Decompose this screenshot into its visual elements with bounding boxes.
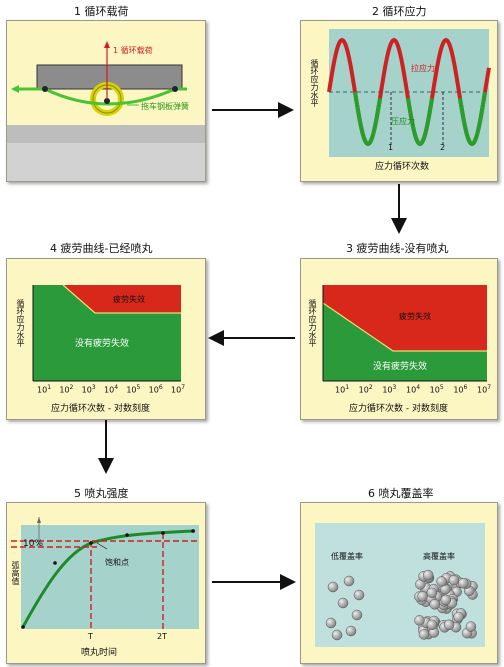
compression-label: 压应力 [391,117,415,126]
panel2-title: 2 循环应力 [372,5,427,18]
shot-particle [422,569,434,581]
cycle-mark-2: 2 [440,143,446,152]
shot-particle [443,619,455,631]
panel3-title: 3 疲劳曲线-没有喷丸 [346,242,449,255]
panel6-title: 6 喷丸覆盖率 [368,487,434,500]
cycle-mark-1: 1 [388,143,394,152]
stress-ylabel: 循环应力水平 [310,59,319,107]
shot-particle [429,599,440,610]
peened-xlabel: 应力循环次数 - 对数刻度 [51,404,150,414]
high-coverage-label: 高覆盖率 [423,552,455,561]
peened-ylabel: 循环应力水平 [16,299,25,347]
peening-time-xlabel: 喷丸时间 [81,648,118,658]
panel-cyclic-load: 1 循环载荷 拖车钢板弹簧 [6,20,206,182]
shot-particle [436,576,447,587]
shot-particle [331,629,343,641]
unpeened-xlabel: 应力循环次数 - 对数刻度 [349,404,448,414]
arc-height-ylabel: 弧高值 [11,561,20,585]
unpeened-ylabel: 循环应力水平 [308,299,317,347]
peened-nofail-label: 没有疲劳失效 [75,339,130,349]
x-tick-label: 104 [406,384,421,395]
panel-fatigue-unpeened: 循环应力水平 疲劳失效 没有疲劳失效 101 102 103 104 105 106 107… [300,258,498,420]
panel4-title: 4 疲劳曲线-已经喷丸 [50,242,153,255]
cyclic-load-illustration [7,41,205,181]
shot-particle [426,587,438,599]
intensity-curve-chart [11,517,199,629]
x-tick-label: 106 [148,384,163,395]
shot-particle [414,615,425,626]
shot-particle [325,617,337,629]
x-tick-label: 102 [358,384,373,395]
fatigue-peened-chart [32,284,181,382]
stress-xlabel: 应力循环次数 [375,162,430,172]
shot-particle [465,621,477,632]
low-coverage-label: 低覆盖率 [331,552,363,561]
time-T-label: T [88,632,93,641]
peened-fail-label: 疲劳失效 [113,295,145,304]
tension-label: 拉应力 [411,64,435,73]
shot-particle [327,581,339,593]
leaf-spring-label: 拖车钢板弹簧 [141,102,189,111]
cyclic-load-label: 1 循环载荷 [113,46,153,55]
panel-cyclic-stress: 循环应力水平 拉应力 压应力 1 2 应力循环次数 [300,20,498,182]
unpeened-fail-label: 疲劳失效 [399,312,431,321]
x-tick-label: 102 [59,384,74,395]
fatigue-unpeened-chart [322,285,487,382]
shot-particle [337,597,349,609]
panel-peening-intensity: 10% 弧高值 饱和点 T 2T 喷丸时间 [6,502,206,664]
time-2T-label: 2T [157,632,167,641]
panel5-title: 5 喷丸强度 [74,487,129,500]
x-tick-label: 107 [171,384,186,395]
shot-particle [345,625,357,637]
shot-particle [353,589,365,601]
x-tick-label: 105 [429,384,444,395]
panel-fatigue-peened: 循环应力水平 疲劳失效 没有疲劳失效 101 102 103 104 105 106 107… [6,258,206,420]
shot-particle [453,611,464,623]
x-tick-label: 103 [81,384,96,395]
x-tick-label: 105 [126,384,141,395]
shot-particle [458,577,469,589]
shot-particle [426,619,438,631]
x-tick-label: 101 [335,384,350,395]
cyclic-stress-chart [327,29,491,157]
x-tick-label: 106 [453,384,468,395]
shot-particle [418,629,430,640]
x-tick-label: 103 [382,384,397,395]
shot-particle [448,574,460,586]
unpeened-nofail-label: 没有疲劳失效 [373,362,428,372]
shot-particle [343,575,355,587]
panel-peening-coverage: 低覆盖率 高覆盖率 [300,502,498,664]
panel1-title: 1 循环载荷 [74,5,129,18]
x-tick-label: 104 [104,384,119,395]
x-tick-label: 101 [37,384,52,395]
shot-particle [417,591,428,602]
shot-particle [351,609,363,621]
x-tick-label: 107 [477,384,492,395]
saturation-point-label: 饱和点 [105,558,129,567]
shot-particle [440,594,452,606]
coverage-illustration [315,523,485,647]
ten-percent-label: 10% [23,539,44,549]
